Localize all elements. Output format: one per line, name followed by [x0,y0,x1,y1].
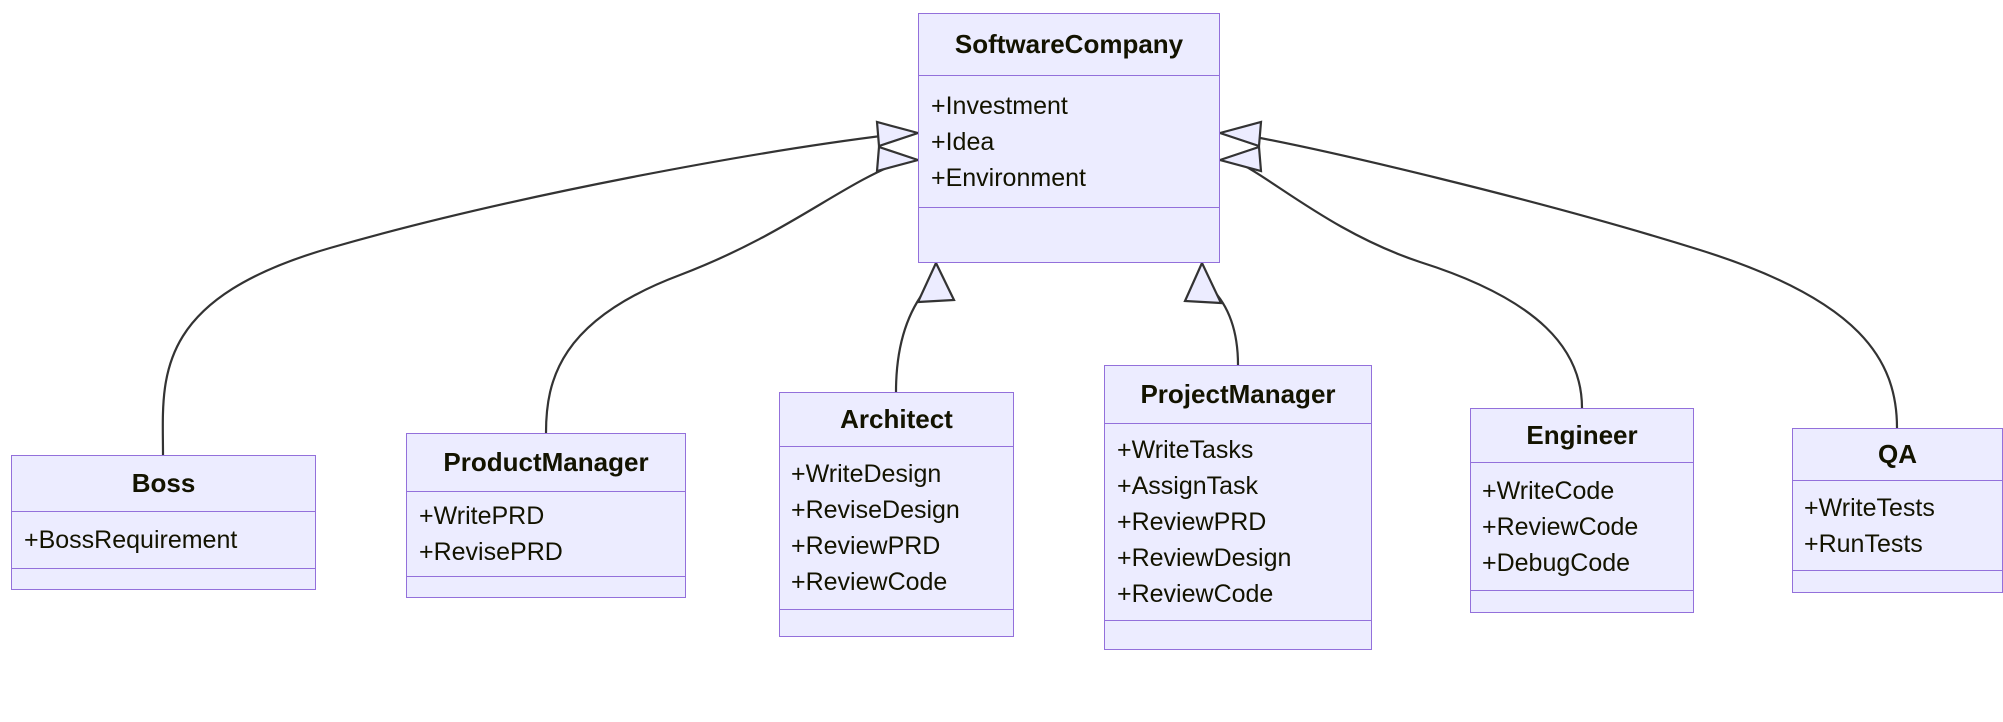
attribute-item: +AssignTask [1117,472,1259,500]
class-attributes-softwarecompany: +Investment +Idea +Environment [919,76,1219,208]
class-methods-softwarecompany [919,208,1219,260]
attribute-item: +ReviewCode [1482,512,1639,541]
class-methods-engineer [1471,591,1693,612]
attribute-item: +ReviseDesign [791,496,960,524]
class-attributes-qa: +WriteTests +RunTests [1793,481,2002,571]
class-attributes-boss: +BossRequirement [12,512,315,569]
arrowhead-productmanager [875,145,922,173]
attribute-item: +Environment [931,163,1086,192]
class-name-label: Engineer [1526,420,1638,450]
class-title-softwarecompany: SoftwareCompany [919,14,1219,76]
attribute-item: +Investment [931,91,1068,120]
attribute-item: +ReviewCode [791,568,948,596]
attribute-item: +ReviewPRD [791,532,941,560]
class-name-label: ProductManager [443,447,649,477]
class-methods-qa [1793,571,2002,592]
class-methods-boss [12,569,315,589]
class-node-architect[interactable]: Architect +WriteDesign +ReviseDesign +Re… [779,392,1014,637]
class-name-label: Boss [131,468,196,498]
class-title-engineer: Engineer [1471,409,1693,463]
attribute-item: +ReviewCode [1117,580,1274,608]
attribute-item: +WriteTasks [1117,436,1254,464]
class-methods-projectmanager [1105,621,1371,649]
attribute-item: +WriteDesign [791,460,942,488]
class-node-engineer[interactable]: Engineer +WriteCode +ReviewCode +DebugCo… [1470,408,1694,613]
class-node-qa[interactable]: QA +WriteTests +RunTests [1792,428,2003,593]
class-methods-architect [780,610,1013,636]
class-name-label: ProjectManager [1140,379,1336,409]
arrowhead-architect [916,260,956,304]
arrowhead-qa [1216,120,1263,148]
class-title-architect: Architect [780,393,1013,447]
edge-projectmanager-to-softwarecompany [1210,287,1240,366]
class-node-boss[interactable]: Boss +BossRequirement [11,455,316,590]
class-title-qa: QA [1793,429,2002,481]
class-title-boss: Boss [12,456,315,512]
class-attributes-architect: +WriteDesign +ReviseDesign +ReviewPRD +R… [780,447,1013,610]
attribute-item: +BossRequirement [24,526,238,554]
attribute-item: +RevisePRD [419,538,563,566]
class-name-label: QA [1878,439,1917,469]
class-methods-productmanager [407,577,685,597]
attribute-item: +WriteCode [1482,476,1615,505]
attribute-item: +RunTests [1804,529,1923,558]
arrowhead-projectmanager [1183,260,1223,305]
attribute-item: +WritePRD [419,502,545,530]
arrowhead-boss [875,120,922,148]
class-title-projectmanager: ProjectManager [1105,366,1371,424]
edge-architect-to-softwarecompany [894,287,928,393]
class-name-label: SoftwareCompany [954,29,1184,59]
arrowhead-engineer [1216,145,1263,173]
attribute-item: +Idea [931,127,995,156]
attribute-item: +WriteTests [1804,493,1935,522]
class-name-label: Architect [840,404,953,434]
class-node-softwarecompany[interactable]: SoftwareCompany +Investment +Idea +Envir… [918,13,1220,263]
attribute-item: +ReviewPRD [1117,508,1267,536]
attribute-item: +DebugCode [1482,548,1631,577]
class-title-productmanager: ProductManager [407,434,685,492]
class-node-productmanager[interactable]: ProductManager +WritePRD +RevisePRD [406,433,686,598]
class-attributes-engineer: +WriteCode +ReviewCode +DebugCode [1471,463,1693,591]
class-node-projectmanager[interactable]: ProjectManager +WriteTasks +AssignTask +… [1104,365,1372,650]
class-attributes-productmanager: +WritePRD +RevisePRD [407,492,685,577]
attribute-item: +ReviewDesign [1117,544,1292,572]
class-attributes-projectmanager: +WriteTasks +AssignTask +ReviewPRD +Revi… [1105,424,1371,621]
